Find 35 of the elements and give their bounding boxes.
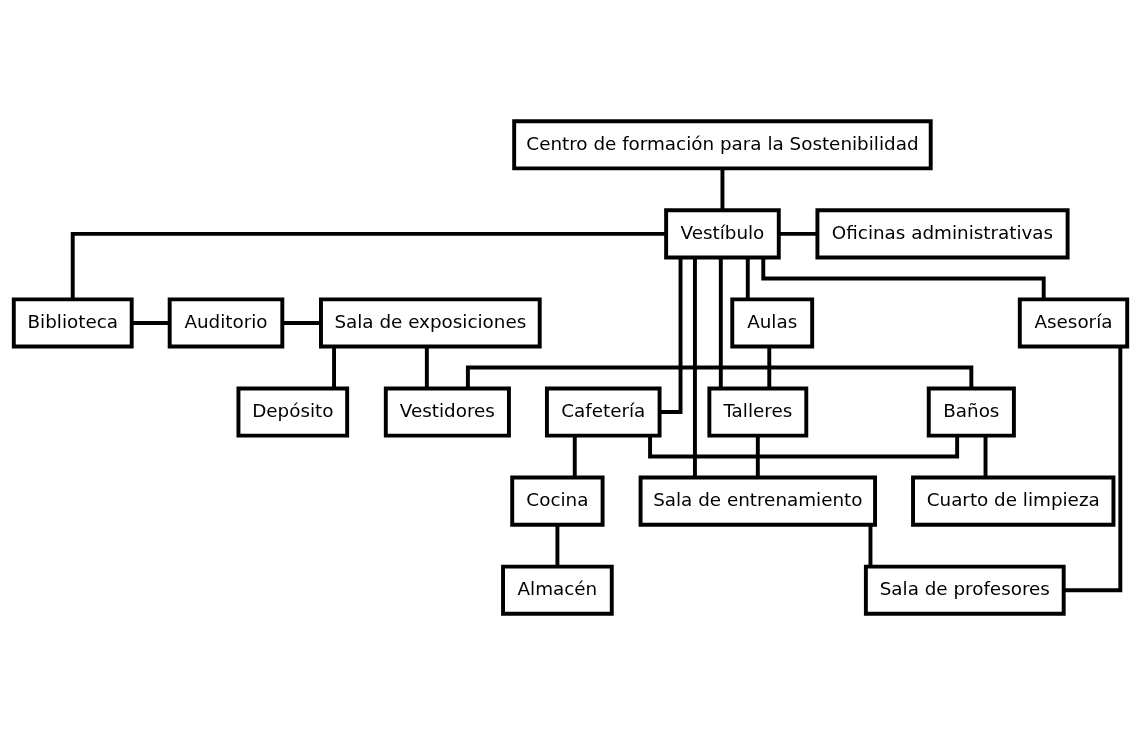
- node-box: Talleres: [707, 386, 809, 438]
- connector: [132, 321, 170, 325]
- node-box: Sala de exposiciones: [319, 297, 542, 349]
- connector: [745, 257, 750, 300]
- node-box: Depósito: [236, 386, 350, 438]
- node-box: Biblioteca: [11, 297, 134, 349]
- node-box: Centro de formación para la Sostenibilidad: [512, 119, 933, 171]
- connector: [332, 346, 337, 389]
- node-box: Cafetería: [544, 386, 662, 438]
- node-box: Aulas: [730, 297, 815, 349]
- connector: [779, 231, 818, 236]
- connector: [718, 257, 723, 389]
- node-box: Almacén: [501, 564, 614, 616]
- connector: [767, 346, 772, 389]
- connector: [282, 321, 321, 325]
- connector: [692, 257, 697, 478]
- node-box: Vestíbulo: [664, 208, 781, 260]
- node-box: Vestidores: [383, 386, 511, 438]
- node-box: Cuarto de limpieza: [911, 475, 1116, 527]
- node-box: Baños: [926, 386, 1016, 438]
- connector: [424, 346, 429, 389]
- node-box: Oficinas administrativas: [815, 208, 1070, 260]
- connector: [1063, 346, 1123, 593]
- node-box: Sala de entrenamiento: [638, 475, 877, 527]
- connector: [983, 435, 988, 478]
- connector: [868, 525, 873, 567]
- connector: [70, 231, 666, 300]
- node-box: Sala de profesores: [863, 564, 1066, 616]
- node-box: Asesoría: [1017, 297, 1130, 349]
- connector: [755, 435, 760, 478]
- connector: [555, 525, 560, 567]
- node-box: Auditorio: [167, 297, 285, 349]
- node-box: Cocina: [510, 475, 605, 527]
- connector: [720, 168, 725, 210]
- connector: [572, 435, 577, 478]
